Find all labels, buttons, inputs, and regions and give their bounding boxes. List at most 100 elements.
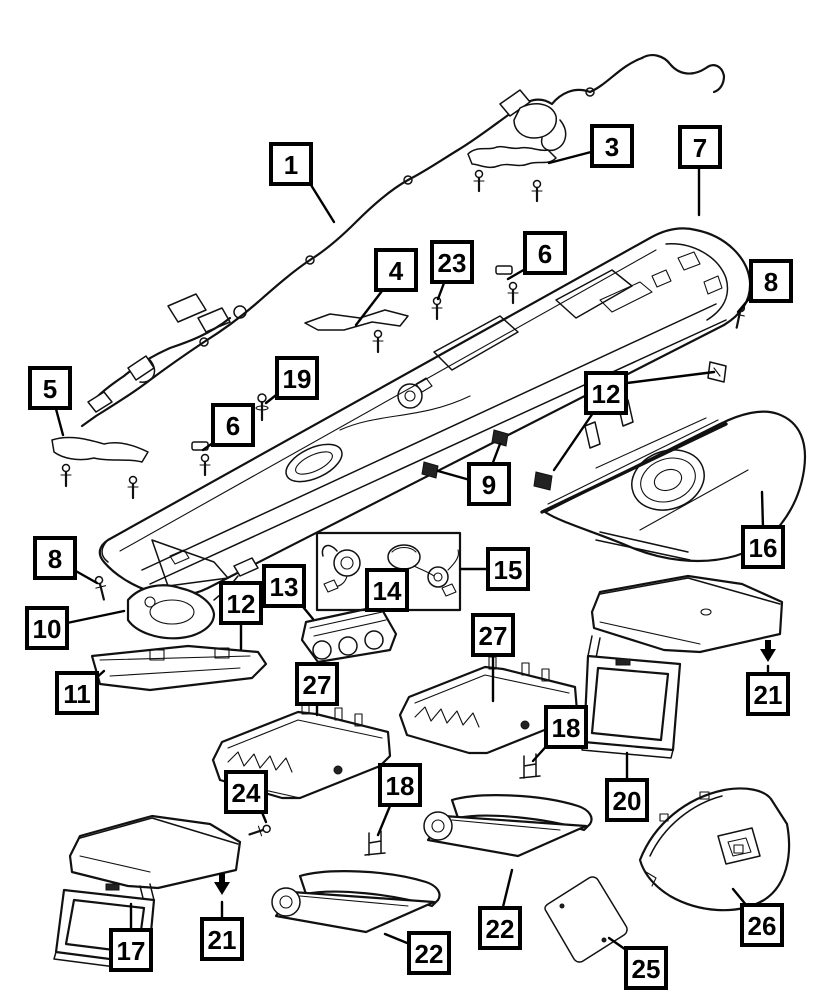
callout-number: 7 bbox=[693, 133, 707, 163]
callout-25[interactable]: 25 bbox=[624, 946, 668, 990]
callout-box[interactable] bbox=[200, 917, 244, 961]
callout-10[interactable]: 10 bbox=[25, 606, 69, 650]
callout-box[interactable] bbox=[486, 547, 530, 591]
callout-18[interactable]: 18 bbox=[544, 705, 588, 749]
callout-6[interactable]: 6 bbox=[523, 231, 567, 275]
callout-21[interactable]: 21 bbox=[746, 672, 790, 716]
callout-16[interactable]: 16 bbox=[741, 525, 785, 569]
callout-24[interactable]: 24 bbox=[224, 770, 268, 814]
callout-number: 8 bbox=[48, 544, 62, 574]
install-direction-arrow bbox=[219, 873, 225, 882]
install-arrows-layer bbox=[214, 640, 776, 895]
leader-line bbox=[72, 568, 99, 585]
callout-21[interactable]: 21 bbox=[200, 917, 244, 961]
callout-number: 27 bbox=[479, 621, 508, 651]
callout-box[interactable] bbox=[471, 613, 515, 657]
callout-8[interactable]: 8 bbox=[33, 536, 77, 580]
callout-number: 12 bbox=[592, 379, 621, 409]
overhead-console-panel-part-7 bbox=[98, 227, 752, 597]
callout-11[interactable]: 11 bbox=[55, 671, 99, 715]
callout-box[interactable] bbox=[109, 928, 153, 972]
clip-fastener bbox=[495, 265, 513, 275]
dvd-console-part-20 bbox=[581, 574, 784, 759]
callout-22[interactable]: 22 bbox=[407, 931, 451, 975]
callout-box[interactable] bbox=[224, 770, 268, 814]
callout-22[interactable]: 22 bbox=[478, 906, 522, 950]
callout-box[interactable] bbox=[275, 356, 319, 400]
callout-box[interactable] bbox=[407, 931, 451, 975]
callout-9[interactable]: 9 bbox=[467, 462, 511, 506]
callout-box[interactable] bbox=[55, 671, 99, 715]
callout-23[interactable]: 23 bbox=[430, 240, 474, 284]
callout-15[interactable]: 15 bbox=[486, 547, 530, 591]
bracket-part-5 bbox=[51, 436, 149, 463]
callout-number: 21 bbox=[208, 925, 237, 955]
callout-box[interactable] bbox=[590, 124, 634, 168]
callout-box[interactable] bbox=[523, 231, 567, 275]
callout-box[interactable] bbox=[605, 778, 649, 822]
callout-number: 19 bbox=[283, 364, 312, 394]
callout-13[interactable]: 13 bbox=[262, 564, 306, 608]
leader-line bbox=[436, 281, 446, 301]
switch-pod-part-13 bbox=[300, 604, 398, 664]
callout-box[interactable] bbox=[624, 946, 668, 990]
callout-box[interactable] bbox=[295, 662, 339, 706]
callout-box[interactable] bbox=[28, 366, 72, 410]
callout-8[interactable]: 8 bbox=[749, 259, 793, 303]
callout-number: 11 bbox=[63, 679, 91, 709]
install-direction-arrow bbox=[760, 649, 776, 662]
callout-number: 6 bbox=[226, 411, 240, 441]
callout-4[interactable]: 4 bbox=[374, 248, 418, 292]
callout-19[interactable]: 19 bbox=[275, 356, 319, 400]
callout-17[interactable]: 17 bbox=[109, 928, 153, 972]
callout-box[interactable] bbox=[262, 564, 306, 608]
screw-fastener bbox=[255, 393, 269, 422]
callout-box[interactable] bbox=[741, 525, 785, 569]
callout-box[interactable] bbox=[544, 705, 588, 749]
callout-27[interactable]: 27 bbox=[295, 662, 339, 706]
callout-20[interactable]: 20 bbox=[605, 778, 649, 822]
leader-line bbox=[309, 183, 336, 224]
hanger-clip-part-18 bbox=[364, 830, 386, 856]
callout-box[interactable] bbox=[467, 462, 511, 506]
callout-12[interactable]: 12 bbox=[219, 581, 263, 625]
callout-box[interactable] bbox=[269, 142, 313, 186]
callout-box[interactable] bbox=[740, 903, 784, 947]
callout-number: 20 bbox=[613, 786, 642, 816]
callout-box[interactable] bbox=[430, 240, 474, 284]
callout-box[interactable] bbox=[33, 536, 77, 580]
callout-box[interactable] bbox=[211, 403, 255, 447]
callout-number: 15 bbox=[494, 555, 523, 585]
callout-number: 6 bbox=[538, 239, 552, 269]
callout-number: 27 bbox=[303, 670, 332, 700]
callout-3[interactable]: 3 bbox=[590, 124, 634, 168]
callout-6[interactable]: 6 bbox=[211, 403, 255, 447]
callout-box[interactable] bbox=[584, 371, 628, 415]
callout-12[interactable]: 12 bbox=[584, 371, 628, 415]
retainer-clip-part-9 bbox=[421, 461, 439, 479]
callout-number: 26 bbox=[748, 911, 777, 941]
callout-box[interactable] bbox=[219, 581, 263, 625]
callout-box[interactable] bbox=[25, 606, 69, 650]
callout-box[interactable] bbox=[478, 906, 522, 950]
callout-18[interactable]: 18 bbox=[378, 763, 422, 807]
callout-number: 21 bbox=[754, 680, 783, 710]
callout-1[interactable]: 1 bbox=[269, 142, 313, 186]
callout-box[interactable] bbox=[374, 248, 418, 292]
reading-lamp-part-22 bbox=[423, 794, 593, 858]
callout-box[interactable] bbox=[749, 259, 793, 303]
callout-7[interactable]: 7 bbox=[678, 125, 722, 169]
callout-box[interactable] bbox=[365, 568, 409, 612]
reading-lamp-part-22 bbox=[271, 870, 441, 934]
callout-box[interactable] bbox=[746, 672, 790, 716]
callout-box[interactable] bbox=[678, 125, 722, 169]
callout-5[interactable]: 5 bbox=[28, 366, 72, 410]
callout-number: 18 bbox=[552, 713, 581, 743]
callout-27[interactable]: 27 bbox=[471, 613, 515, 657]
callout-14[interactable]: 14 bbox=[365, 568, 409, 612]
callout-box[interactable] bbox=[378, 763, 422, 807]
callout-number: 14 bbox=[373, 576, 402, 606]
callout-26[interactable]: 26 bbox=[740, 903, 784, 947]
